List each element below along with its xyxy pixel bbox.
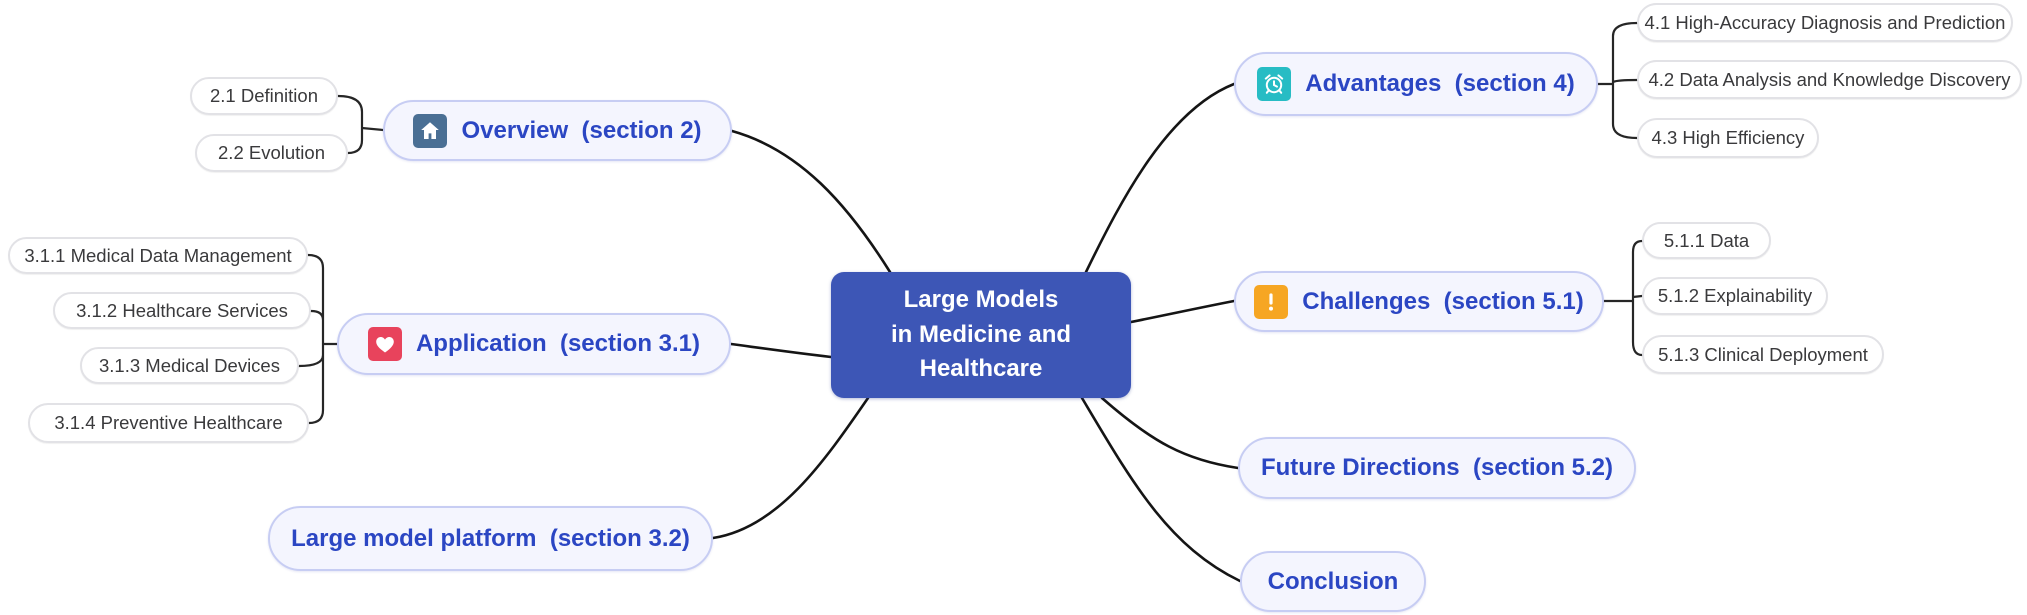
node-overview-label: Overview (section 2) <box>461 116 702 144</box>
bracket-advantages <box>1596 21 1639 140</box>
node-challenges[interactable]: Challenges (section 5.1) <box>1234 271 1604 332</box>
leaf-label: 5.1.3 Clinical Deployment <box>1658 343 1868 365</box>
connector-application-root <box>729 342 833 359</box>
node-future-directions-label: Future Directions (section 5.2) <box>1260 454 1614 481</box>
leaf-label: 3.1.3 Medical Devices <box>99 354 280 376</box>
node-platform-label: Large model platform (section 3.2) <box>291 524 690 552</box>
connector-platform-root <box>711 396 870 540</box>
leaf-4-3-high-efficiency[interactable]: 4.3 High Efficiency <box>1637 118 1819 158</box>
node-advantages-label: Advantages (section 4) <box>1305 70 1575 97</box>
leaf-label: 5.1.2 Explainability <box>1657 285 1813 306</box>
node-application-label: Application (section 3.1) <box>415 330 701 357</box>
connector-root-conclusion <box>1080 396 1242 583</box>
leaf-4-2-data-analysis[interactable]: 4.2 Data Analysis and Knowledge Discover… <box>1637 60 2022 99</box>
leaf-label: 2.2 Evolution <box>218 142 325 163</box>
leaf-3-1-2-healthcare-services[interactable]: 3.1.2 Healthcare Services <box>53 292 311 329</box>
leaf-label: 4.2 Data Analysis and Knowledge Discover… <box>1648 68 2011 90</box>
node-root-label: Large Models in Medicine and Healthcare <box>890 285 1072 383</box>
leaf-label: 5.1.1 Data <box>1663 229 1750 251</box>
alarm-clock-icon <box>1257 67 1292 101</box>
node-conclusion-label: Conclusion <box>1267 567 1399 595</box>
leaf-label: 3.1.2 Healthcare Services <box>76 299 288 321</box>
leaf-3-1-4-preventive-healthcare[interactable]: 3.1.4 Preventive Healthcare <box>28 403 309 443</box>
leaf-4-1-high-accuracy-diagnosis[interactable]: 4.1 High-Accuracy Diagnosis and Predicti… <box>1637 3 2013 42</box>
home-icon <box>413 113 448 148</box>
leaf-3-1-3-medical-devices[interactable]: 3.1.3 Medical Devices <box>80 347 299 384</box>
connector-root-challenges <box>1129 299 1236 324</box>
node-conclusion[interactable]: Conclusion <box>1240 551 1426 612</box>
node-application[interactable]: Application (section 3.1) <box>337 313 731 375</box>
exclamation-icon <box>1254 284 1289 319</box>
connector-root-advantages <box>1084 82 1236 274</box>
leaf-label: 3.1.1 Medical Data Management <box>24 244 292 266</box>
leaf-5-1-2-explainability[interactable]: 5.1.2 Explainability <box>1642 277 1828 315</box>
leaf-5-1-1-data[interactable]: 5.1.1 Data <box>1642 222 1771 259</box>
node-challenges-label: Challenges (section 5.1) <box>1302 287 1584 315</box>
node-advantages[interactable]: Advantages (section 4) <box>1234 52 1598 116</box>
leaf-label: 4.1 High-Accuracy Diagnosis and Predicti… <box>1644 11 2006 33</box>
leaf-2-1-definition[interactable]: 2.1 Definition <box>190 77 338 115</box>
leaf-2-2-evolution[interactable]: 2.2 Evolution <box>195 134 348 172</box>
node-platform[interactable]: Large model platform (section 3.2) <box>268 506 713 571</box>
leaf-label: 4.3 High Efficiency <box>1651 127 1805 148</box>
leaf-5-1-3-clinical-deployment[interactable]: 5.1.3 Clinical Deployment <box>1642 335 1884 374</box>
bracket-application <box>297 253 339 425</box>
node-overview[interactable]: Overview (section 2) <box>383 100 732 161</box>
connector-overview-root <box>730 129 892 274</box>
heart-icon <box>367 327 402 361</box>
leaf-3-1-1-medical-data-management[interactable]: 3.1.1 Medical Data Management <box>8 237 308 274</box>
bracket-overview <box>336 94 385 155</box>
node-root[interactable]: Large Models in Medicine and Healthcare <box>831 272 1131 398</box>
leaf-label: 2.1 Definition <box>210 85 318 106</box>
bracket-challenges <box>1602 239 1644 357</box>
leaf-label: 3.1.4 Preventive Healthcare <box>54 412 283 433</box>
node-future-directions[interactable]: Future Directions (section 5.2) <box>1238 437 1636 499</box>
connector-root-future <box>1100 396 1240 470</box>
